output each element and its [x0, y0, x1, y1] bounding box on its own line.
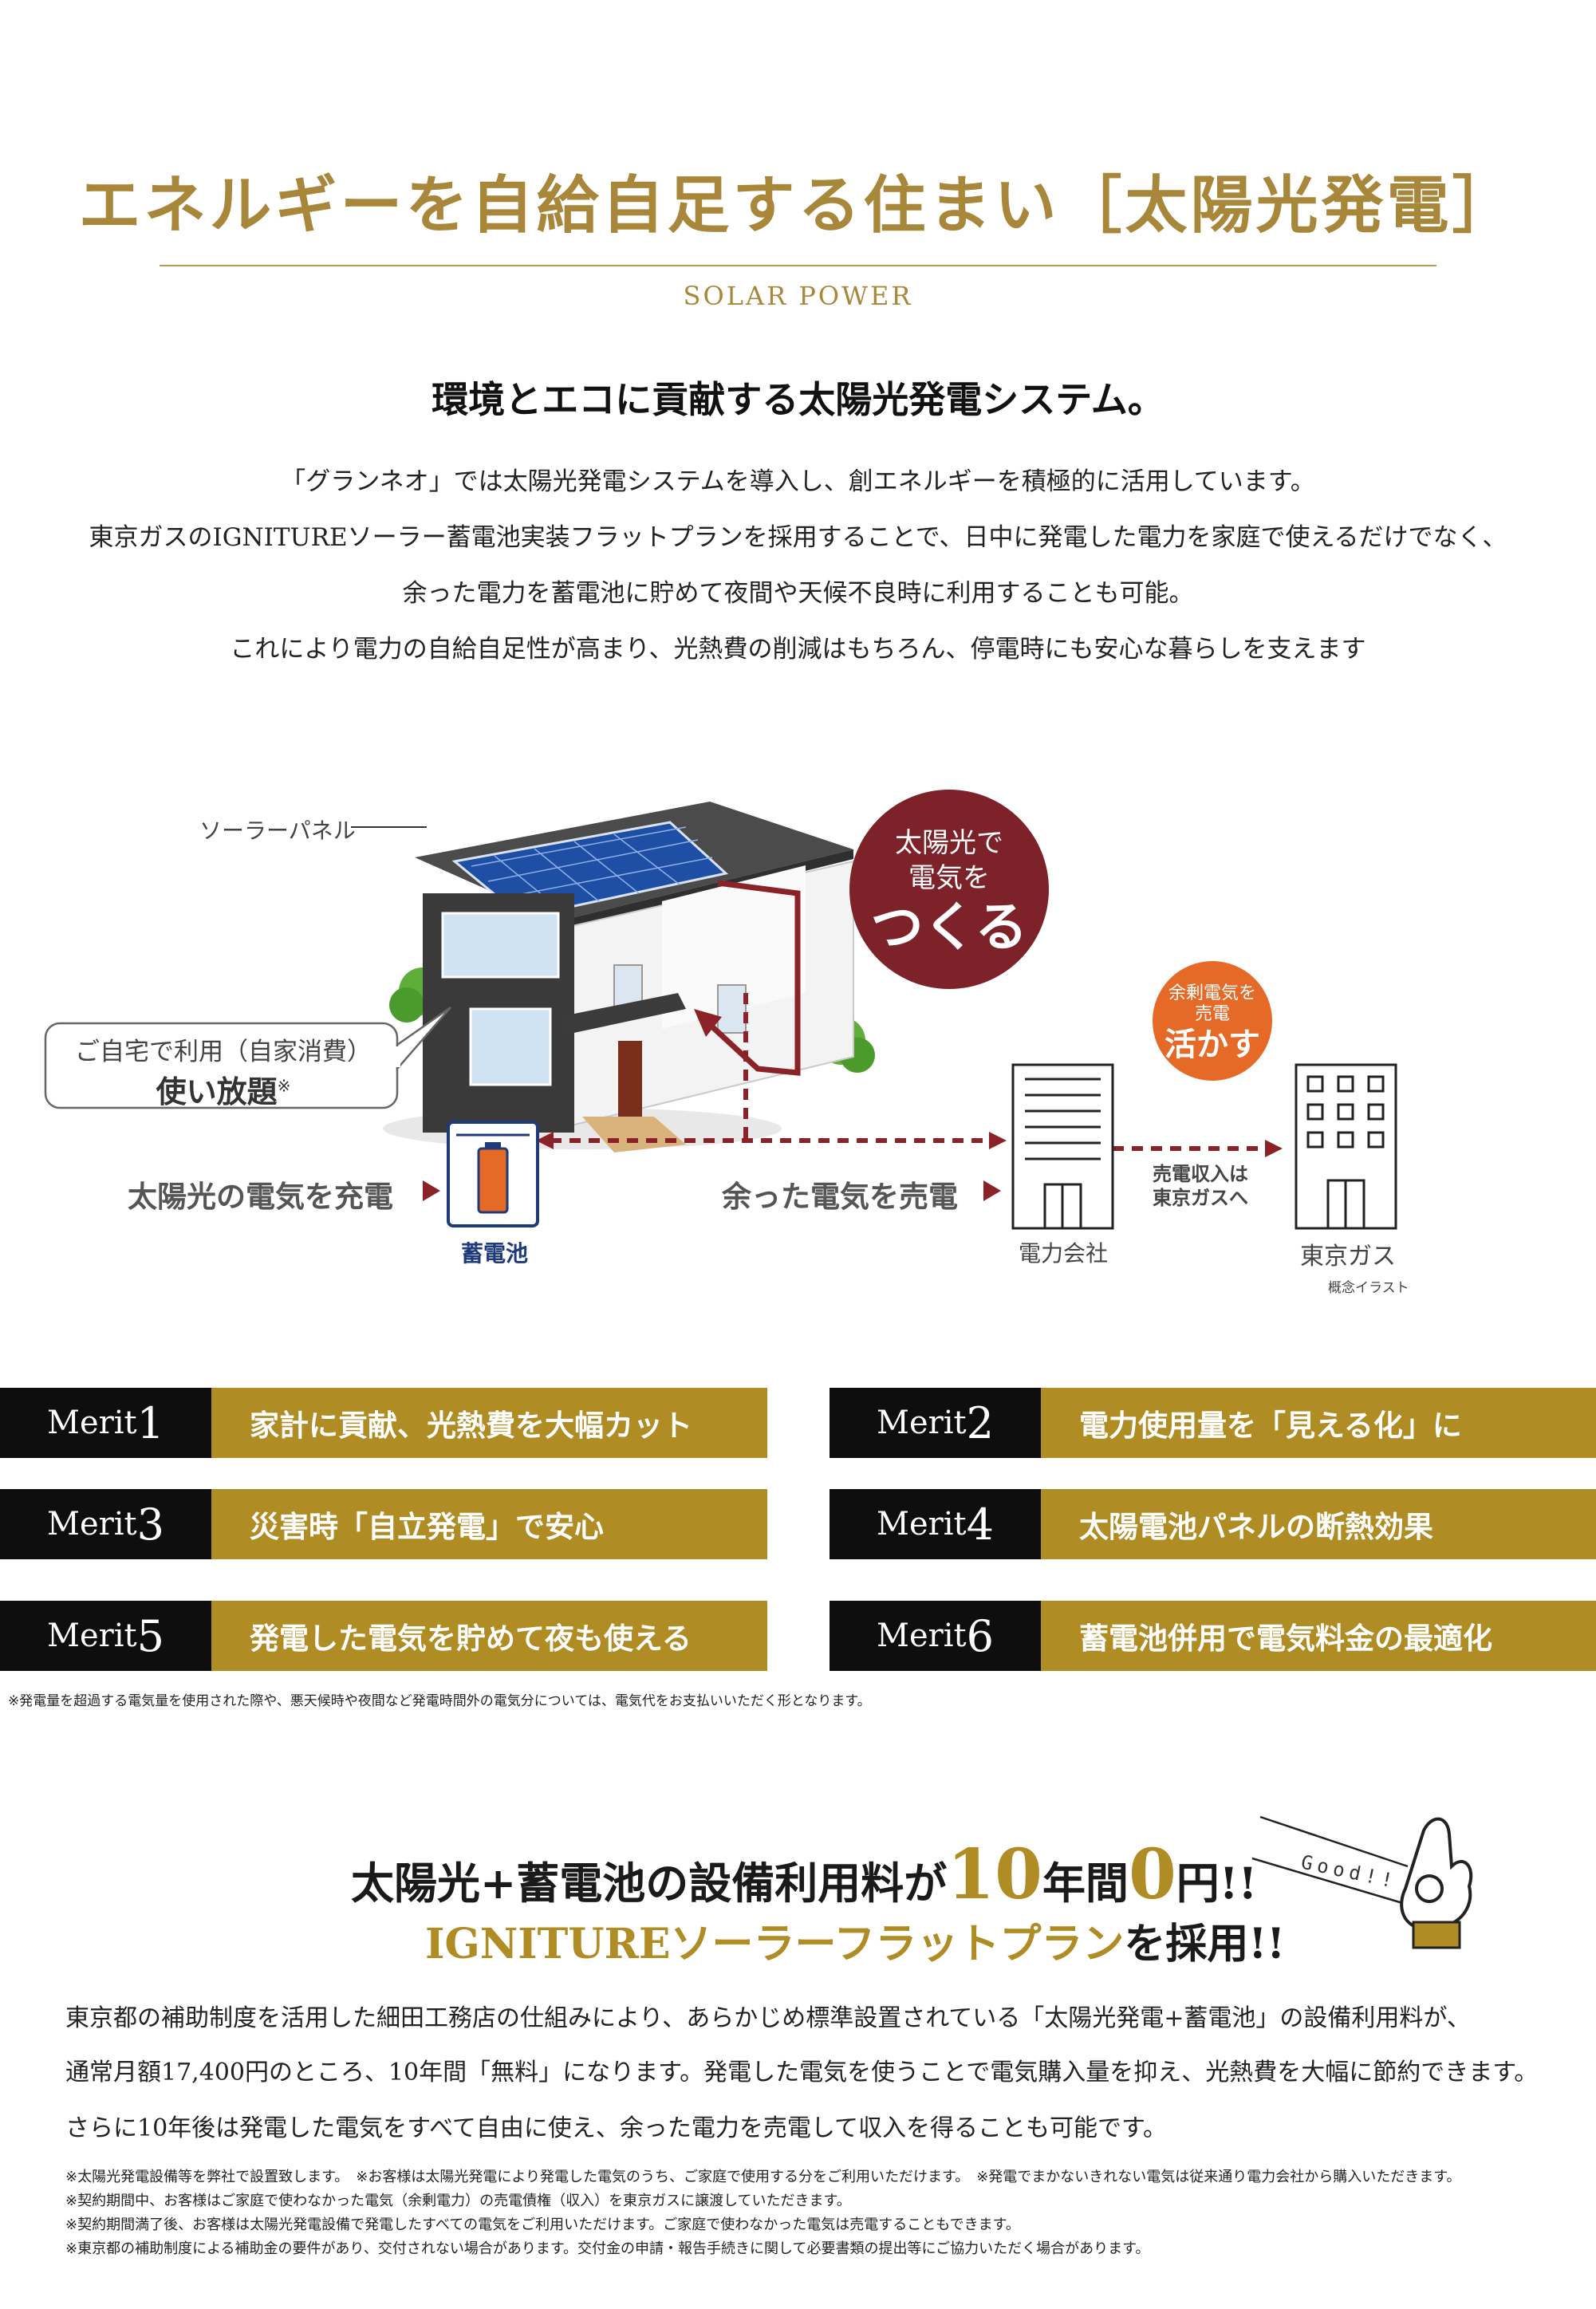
solar-panel-grid	[471, 826, 713, 911]
merit-2-word: Merit	[877, 1405, 967, 1441]
make-circle-big: つくる	[870, 896, 1028, 959]
merit-3-text: 災害時「自立発電」で安心	[211, 1489, 767, 1559]
use-circle-line2: 売電	[1194, 1004, 1230, 1025]
plan-fineprint-3: ※契約期間満了後、お客様は太陽光発電設備で発電したすべての電気をご利用いただけま…	[65, 2216, 1020, 2233]
merit-6-number: 6	[966, 1610, 994, 1661]
bubble-line1: ご自宅で利用（自家消費）	[75, 1038, 372, 1066]
merit-6-word: Merit	[877, 1617, 967, 1654]
merit-5-text: 発電した電気を貯めて夜も使える	[211, 1601, 767, 1671]
merit-4-text: 太陽電池パネルの断熱効果	[1041, 1489, 1596, 1559]
use-circle-text: 余剰電気を 売電 活かす	[1153, 983, 1272, 1064]
make-circle-line1: 太陽光で	[895, 827, 1003, 859]
make-circle-line2: 電気を	[908, 862, 990, 895]
make-electricity-circle	[849, 790, 1049, 989]
plan-paragraph-2: 通常月額17,400円のところ、10年間「無料」になります。発電した電気を使うこ…	[65, 2059, 1539, 2086]
merit-2-number: 2	[966, 1397, 994, 1448]
solar-panel-label: ソーラーパネル	[199, 818, 356, 844]
income-label: 売電収入は 東京ガスへ	[1125, 1162, 1276, 1210]
merit-4-word: Merit	[877, 1506, 967, 1543]
merit-4-number: 4	[966, 1499, 994, 1550]
plan-name: IGNITUREソーラーフラットプラン	[425, 1920, 1125, 1968]
self-use-bubble	[44, 1022, 399, 1109]
merit-1-text: 家計に貢献、光熱費を大幅カット	[211, 1388, 767, 1458]
use-surplus-circle	[1153, 961, 1272, 1081]
merit-3-word: Merit	[47, 1506, 137, 1543]
charge-label: 太陽光の電気を充電	[128, 1180, 393, 1214]
generation-arrow	[703, 880, 801, 1076]
charge-arrowhead	[423, 1180, 440, 1201]
merit-3-number: 3	[136, 1499, 164, 1550]
plan-subheadline-suffix: を採用!!	[1124, 1920, 1286, 1968]
sell-arrowhead	[983, 1180, 1001, 1201]
diagram-illustration	[44, 790, 1397, 1230]
lead-heading: 環境とエコに貢献する太陽光発電システム。	[432, 378, 1164, 421]
intro-paragraph-2: 東京ガスのIGNITUREソーラー蓄電池実装フラットプランを採用することで、日中…	[89, 523, 1507, 552]
sell-label: 余った電気を売電	[722, 1180, 958, 1214]
make-circle-text: 太陽光で 電気を つくる	[849, 825, 1049, 959]
use-circle-big: 活かす	[1164, 1026, 1260, 1063]
use-circle-line1: 余剰電気を	[1168, 983, 1256, 1003]
battery-label: 蓄電池	[460, 1240, 528, 1267]
tokyo-gas-label: 東京ガス	[1300, 1243, 1396, 1271]
front-door	[618, 1041, 642, 1121]
plan-headline-0: 0	[1128, 1834, 1176, 1915]
merit-1-number: 1	[136, 1397, 164, 1448]
ok-hand-icon: Good!!	[1251, 1815, 1473, 1949]
intro-paragraph-1: 「グランネオ」では太陽光発電システムを導入し、創エネルギーを積極的に活用していま…	[281, 467, 1315, 496]
merit-footnote: ※発電量を超過する電気量を使用された際や、悪天候時や夜間など発電時間外の電気分に…	[8, 1693, 871, 1709]
entrance-step	[582, 1117, 686, 1153]
merit-5-word: Merit	[47, 1617, 137, 1654]
bubble-line2: 使い放題	[156, 1074, 278, 1109]
title-divider	[160, 265, 1436, 266]
merit-6-text: 蓄電池併用で電気料金の最適化	[1041, 1601, 1596, 1671]
merit-1-word: Merit	[47, 1405, 137, 1441]
plan-headline-part-a: 太陽光+蓄電池の設備利用料が	[351, 1858, 948, 1909]
plan-headline: 太陽光+蓄電池の設備利用料が10年間0円!!	[351, 1834, 1257, 1915]
concept-illustration-note: 概念イラスト	[1328, 1280, 1409, 1296]
bubble-text: ご自宅で利用（自家消費） 使い放題※	[48, 1031, 399, 1111]
page-title: エネルギーを自給自足する住まい［太陽光発電］	[78, 169, 1518, 242]
plan-fineprint-2: ※契約期間中、お客様はご家庭で使わなかった電気（余剰電力）の売電債権（収入）を東…	[65, 2193, 851, 2209]
solar-system-diagram: ソーラーパネル 太陽光で 電気を つくる 余剰電気を 売電 活かす ご自宅で利用…	[0, 754, 1596, 1312]
page-subtitle: SOLAR POWER	[683, 281, 913, 311]
battery-cell	[477, 1147, 509, 1214]
power-company-label: 電力会社	[1018, 1240, 1108, 1267]
merit-5-number: 5	[136, 1610, 164, 1661]
plan-subheadline: IGNITUREソーラーフラットプランを採用!!	[425, 1910, 1285, 1970]
plan-paragraph-1: 東京都の補助制度を活用した細田工務店の仕組みにより、あらかじめ標準設置されている…	[65, 2004, 1471, 2032]
plan-headline-part-c: 円!!	[1176, 1858, 1258, 1909]
plan-headline-10: 10	[947, 1834, 1042, 1915]
intro-paragraph-4: これにより電力の自給自足性が高まり、光熱費の削減はもちろん、停電時にも安心な暮ら…	[230, 635, 1366, 664]
plan-fineprint-1: ※太陽光発電設備等を弊社で設置致します。 ※お客様は太陽光発電により発電した電気…	[65, 2169, 1461, 2185]
merit-2-text: 電力使用量を「見える化」に	[1041, 1388, 1596, 1458]
plan-fineprint-4: ※東京都の補助制度による補助金の要件があり、交付されない場合があります。交付金の…	[65, 2240, 1150, 2257]
bubble-mark: ※	[277, 1076, 291, 1096]
intro-paragraph-3: 余った電力を蓄電池に貯めて夜間や天候不良時に利用することも可能。	[402, 579, 1194, 608]
income-label-line1: 売電収入は	[1153, 1163, 1248, 1185]
plan-headline-part-b: 年間	[1042, 1858, 1129, 1909]
income-label-line2: 東京ガスへ	[1153, 1187, 1248, 1209]
plan-paragraph-3: さらに10年後は発電した電気をすべて自由に使え、余った電力を売電して収入を得るこ…	[65, 2114, 1167, 2142]
